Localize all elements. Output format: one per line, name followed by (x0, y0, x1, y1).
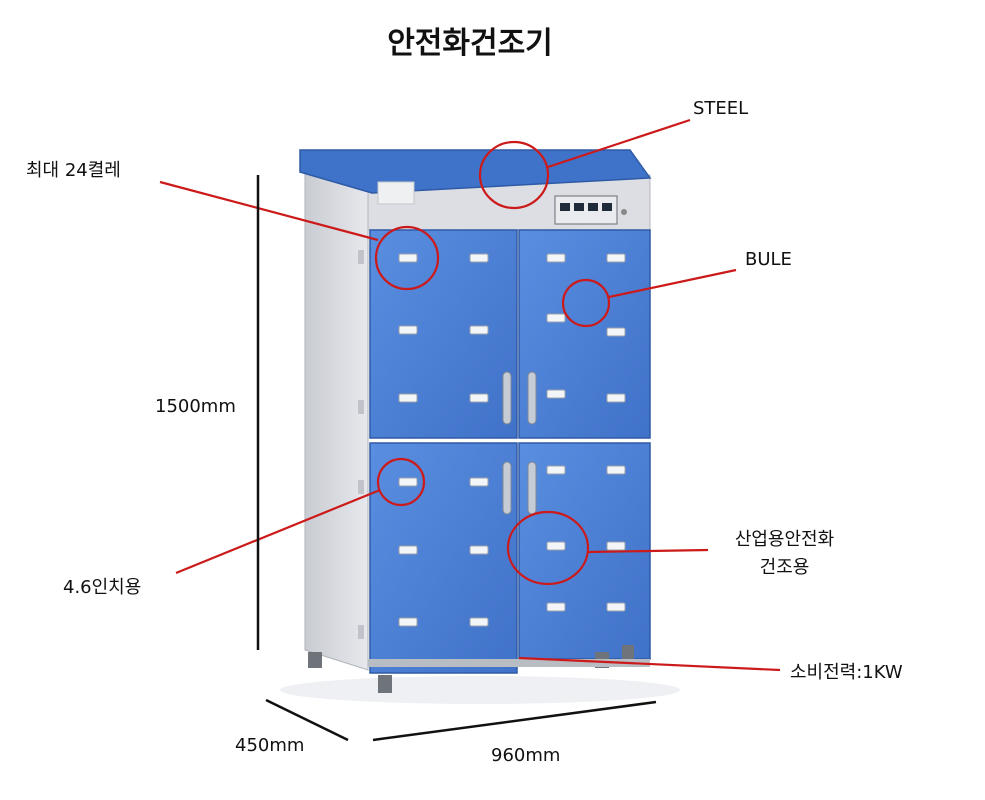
leader-line-power (518, 656, 781, 672)
vent-slot (546, 253, 566, 263)
label-industrial-line1: 산업용안전화 (734, 529, 835, 550)
leader-line-color (608, 268, 737, 299)
label-power: 소비전력:1KW (790, 662, 903, 683)
vent-slot (606, 253, 626, 263)
label-size-compat: 4.6인치용 (63, 577, 142, 598)
dimension-line-width (372, 700, 657, 742)
vent-slot (469, 545, 489, 555)
leader-line-size (175, 488, 381, 575)
vent-slot (398, 617, 418, 627)
control-panel-display (588, 203, 598, 211)
vent-slot (606, 541, 626, 551)
vent-slot (546, 313, 566, 323)
hinge (358, 625, 364, 639)
label-industrial-line2: 건조용 (759, 557, 810, 578)
control-panel-display (602, 203, 612, 211)
door-lower-left (369, 442, 518, 674)
label-industrial: 산업용안전화 건조용 (707, 526, 862, 582)
control-panel-indicator (621, 209, 627, 215)
vent-slot (398, 325, 418, 335)
vent-slot (546, 389, 566, 399)
door-handle (502, 371, 512, 425)
vent-slot (469, 617, 489, 627)
ground-shadow (280, 676, 680, 704)
hinge (358, 400, 364, 414)
vent-slot (606, 327, 626, 337)
callout-circle-capacity (374, 225, 440, 291)
door-handle (527, 461, 537, 515)
front-sticker (377, 181, 415, 205)
vent-slot (398, 477, 418, 487)
door-upper-right (518, 229, 651, 439)
vent-slot (398, 545, 418, 555)
vent-slot (469, 253, 489, 263)
hinge (358, 250, 364, 264)
vent-slot (546, 465, 566, 475)
callout-circle-industrial (506, 510, 590, 586)
cabinet-base (368, 659, 650, 667)
cabinet-side-panel (304, 169, 369, 671)
vent-slot (398, 393, 418, 403)
label-color: BULE (745, 249, 792, 270)
label-capacity: 최대 24켤레 (26, 160, 121, 181)
vent-slot (606, 602, 626, 612)
dimension-line-depth (265, 698, 349, 742)
callout-circle-steel (478, 140, 550, 210)
vent-slot (546, 541, 566, 551)
leader-line-capacity (159, 180, 379, 242)
leader-line-steel (547, 118, 691, 169)
vent-slots (398, 253, 626, 627)
vent-slot (469, 393, 489, 403)
hinge (358, 480, 364, 494)
vent-slot (469, 477, 489, 487)
control-panel-display (560, 203, 570, 211)
vent-slot (546, 602, 566, 612)
vent-slot (606, 465, 626, 475)
diagram-title: 안전화건조기 (387, 26, 553, 61)
vent-slot (469, 325, 489, 335)
caster (308, 652, 322, 668)
vent-slot (606, 393, 626, 403)
control-panel-display (574, 203, 584, 211)
door-handle (502, 461, 512, 515)
caster (622, 645, 634, 659)
label-width: 960mm (491, 745, 561, 766)
leader-line-industrial (587, 548, 709, 554)
caster (378, 675, 392, 693)
door-upper-left (369, 229, 518, 439)
label-height: 1500mm (155, 396, 236, 417)
label-steel: STEEL (693, 98, 749, 119)
vent-slot (398, 253, 418, 263)
callout-circle-color (561, 278, 611, 328)
label-depth: 450mm (235, 735, 305, 756)
door-handle (527, 371, 537, 425)
callout-circle-size (376, 457, 426, 507)
